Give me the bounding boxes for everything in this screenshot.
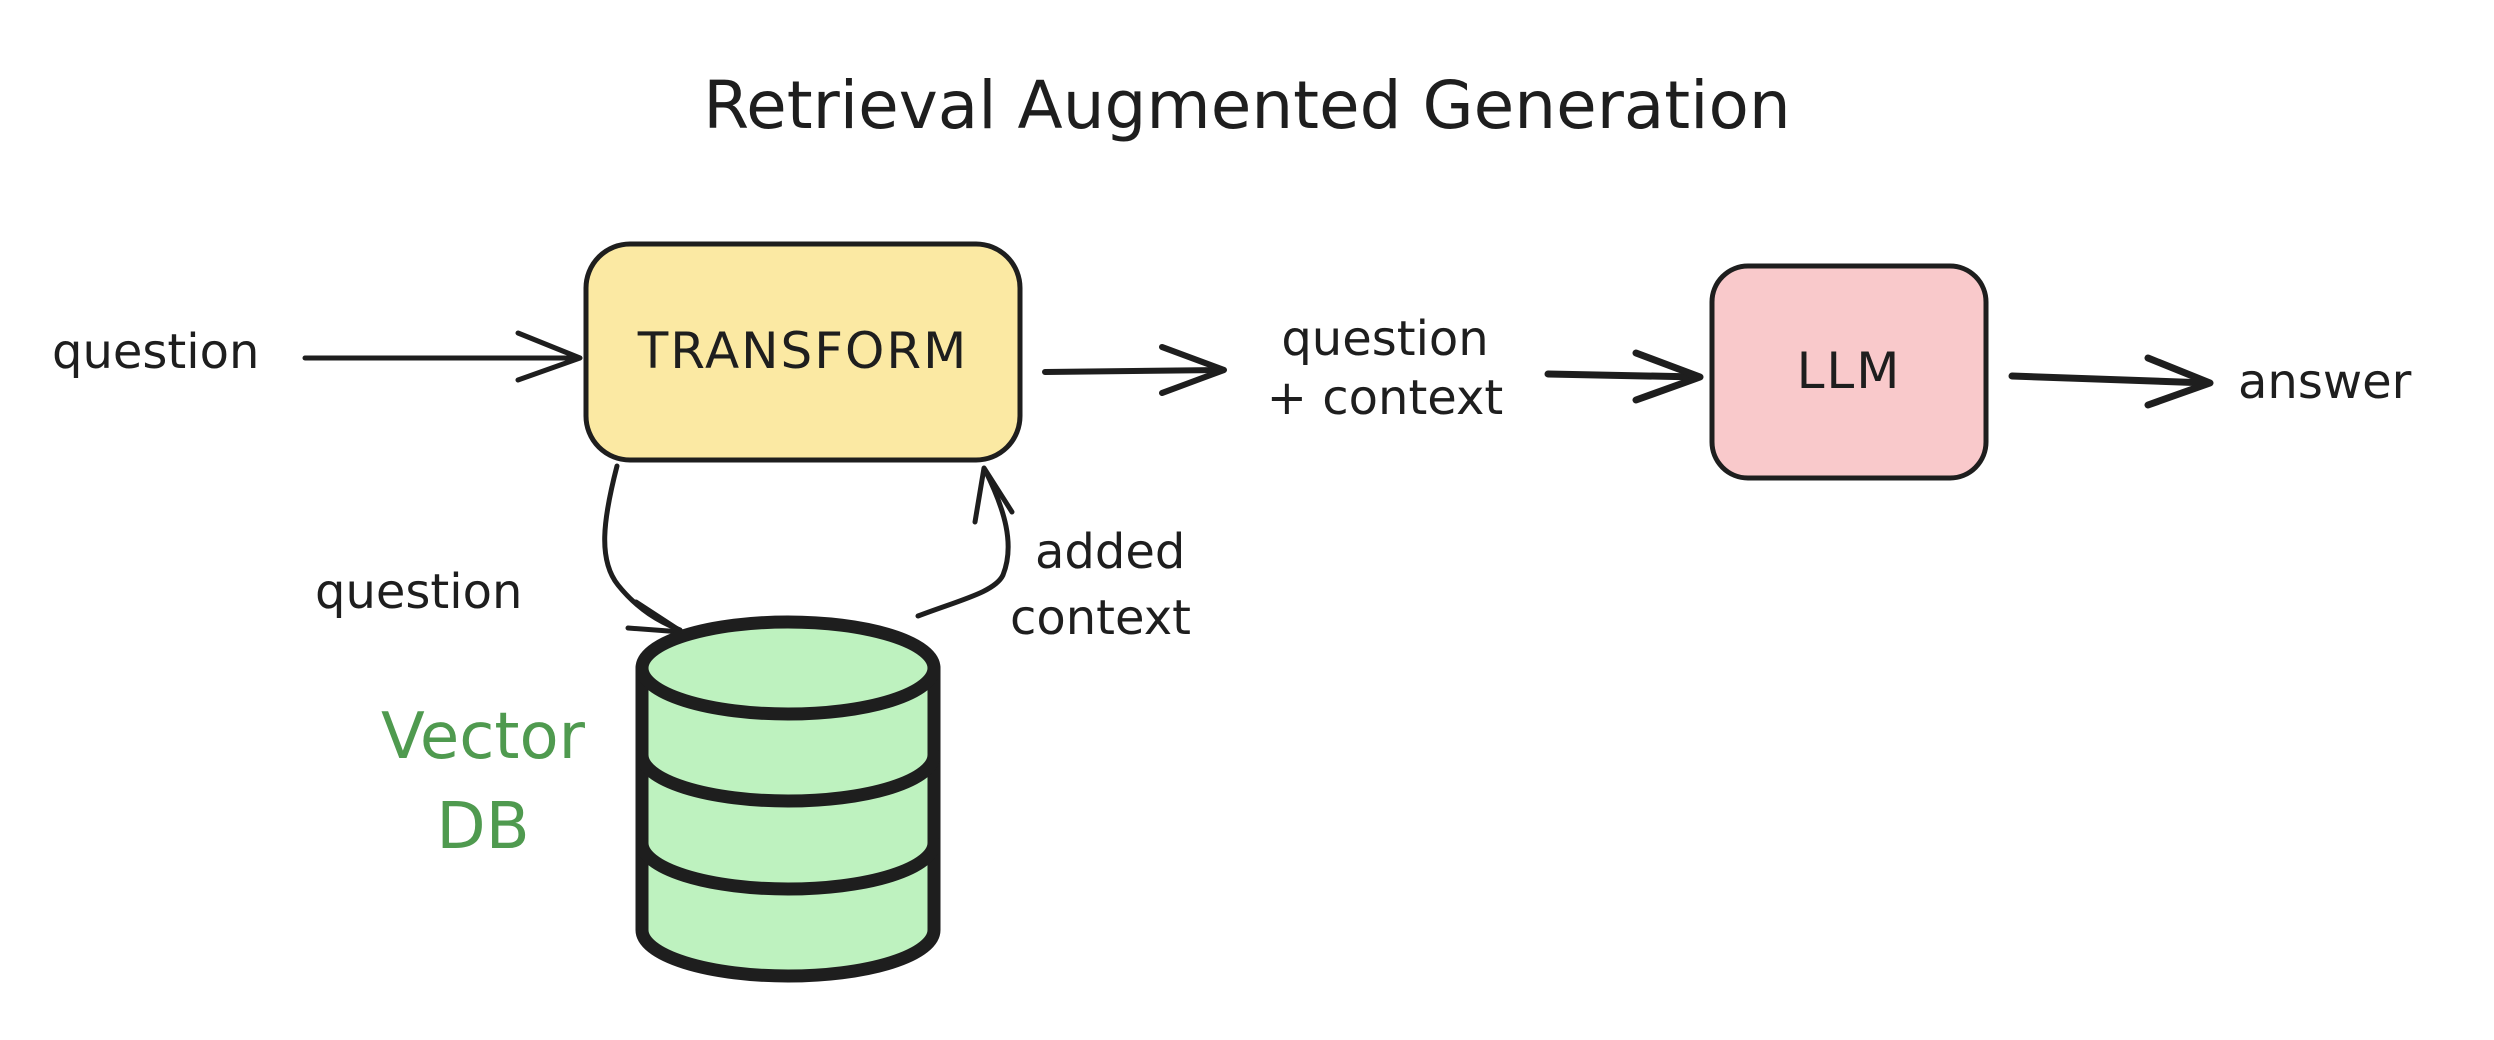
diagram-title: Retrieval Augmented Generation [703,67,1790,144]
llm-node: LLM [1709,263,1989,481]
database-icon [635,615,941,983]
arrow-transform-to-db [602,463,685,635]
vector-db-label-line2: DB [436,790,529,864]
arrow-question-to-transform [302,330,583,383]
question-context-label-line1: question [1281,311,1488,367]
input-question-label: question [52,324,259,380]
answer-label: answer [2238,354,2412,410]
transform-label: TRANSFORM [637,322,969,380]
vector-db-node: Vector DB [381,615,941,983]
vector-db-label-line1: Vector [381,700,586,774]
llm-label: LLM [1797,342,1902,400]
arrow-transform-to-llm-input [1042,344,1227,396]
transform-box [583,241,1023,463]
added-context-label-line2: context [1010,590,1191,646]
arrow-llm-to-answer [2008,354,2214,409]
db-question-label: question [315,564,522,620]
question-context-label-line2: + context [1267,370,1503,426]
arrow-db-to-transform [915,465,1015,619]
arrow-context-to-llm [1544,349,1704,404]
llm-box [1709,263,1989,481]
added-context-label-line1: added [1035,524,1185,580]
transform-node: TRANSFORM [583,241,1023,463]
